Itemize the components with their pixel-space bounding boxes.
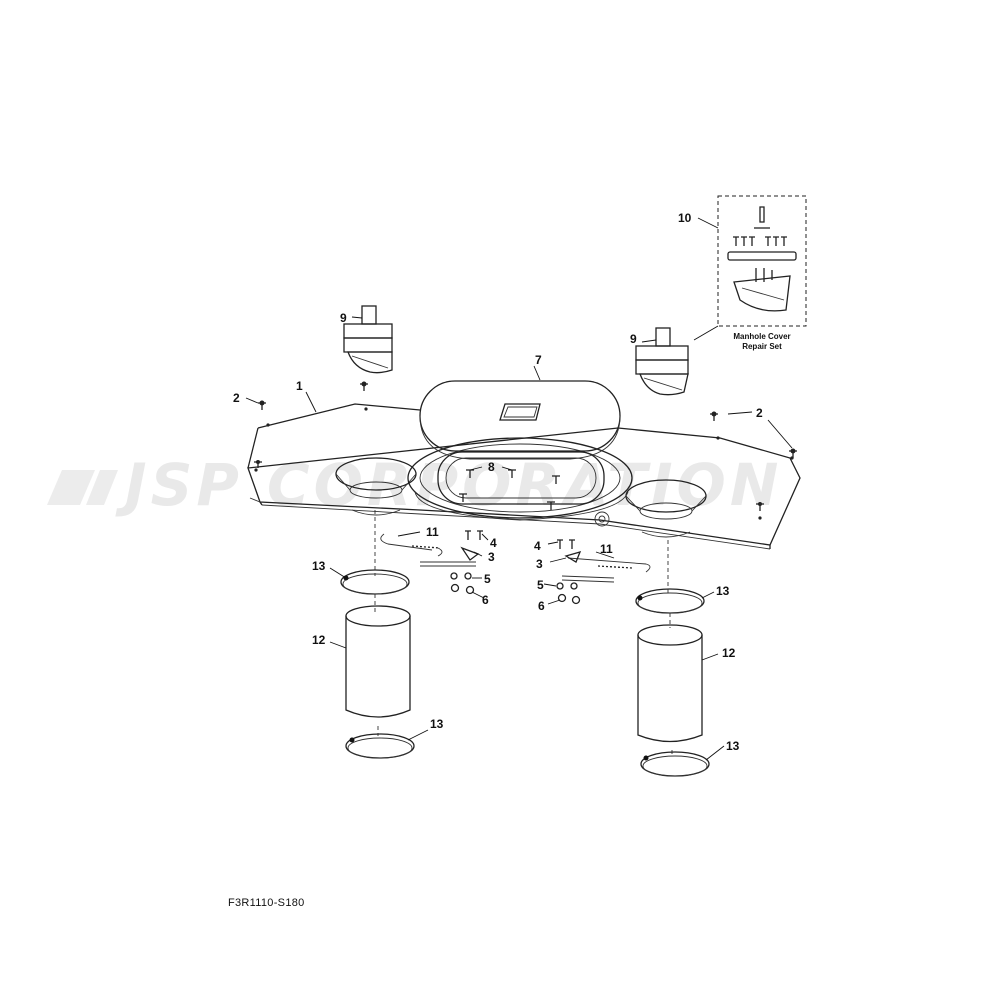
callout-6-left: 6 [482,593,489,607]
valve-right [635,327,689,396]
callout-3-left: 3 [488,550,495,564]
left-tube-assembly [340,510,415,759]
callout-5-left: 5 [484,572,491,586]
callout-8: 8 [488,460,495,474]
deck-panel [247,403,801,550]
callout-4-left: 4 [490,536,497,550]
tube-left-top [345,605,411,627]
callout-5-right: 5 [537,578,544,592]
callout-10: 10 [678,211,692,225]
repair-set-label-line1: Manhole Cover [733,332,790,341]
callout-6-right: 6 [538,599,545,613]
callout-12-right: 12 [722,646,736,660]
callout-4-right: 4 [534,539,541,553]
callout-12-left: 12 [312,633,326,647]
right-latch-hardware [556,539,651,605]
callout-2-right: 2 [756,406,763,420]
repair-set-label-line2: Repair Set [742,342,782,351]
left-latch-hardware [380,530,483,595]
figure-code: F3R1110-S180 [228,897,305,909]
valve-left [343,305,393,374]
leader-lines [245,217,793,761]
callout-9-left: 9 [340,311,347,325]
callout-13-right-top: 13 [716,584,730,598]
callout-13-left-top: 13 [312,559,326,573]
callout-1: 1 [296,379,303,393]
callout-7: 7 [535,353,542,367]
right-tube-assembly [635,540,710,777]
callouts: 1 2 2 7 8 9 9 10 11 11 4 4 3 3 5 5 6 6 1… [233,211,763,753]
callout-11-right: 11 [600,542,613,556]
repair-set-box: Manhole Cover Repair Set [717,195,807,351]
callout-2-left: 2 [233,391,240,405]
screw-group-2 [254,381,797,511]
manhole-cover [419,380,621,460]
callout-13-right-bottom: 13 [726,739,740,753]
callout-9-right: 9 [630,332,637,346]
watermark: JSP CORPORATION [47,451,778,519]
manhole-rim [407,437,633,519]
drain-fitting [594,511,610,527]
callout-3-right: 3 [536,557,543,571]
callout-13-left-bottom: 13 [430,717,444,731]
callout-11-left: 11 [426,525,439,539]
